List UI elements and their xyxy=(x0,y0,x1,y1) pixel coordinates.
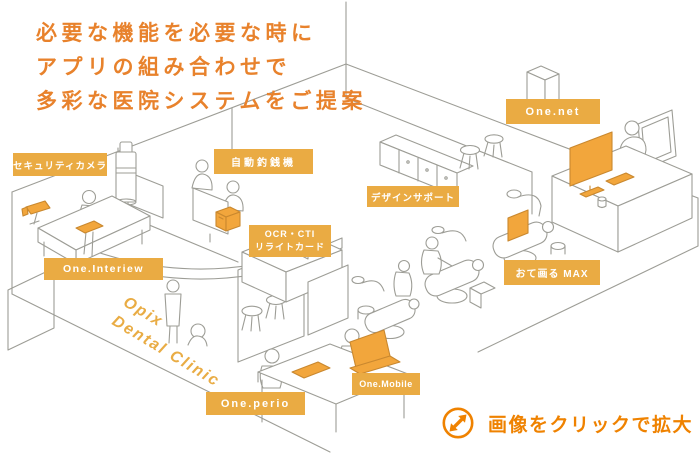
patient-tablet xyxy=(75,220,104,234)
chairside-screen xyxy=(507,209,529,242)
water-cooler xyxy=(115,141,137,206)
label-ocr-cti-line1: OCR・CTI xyxy=(264,228,316,239)
reception-staff-2 xyxy=(226,180,240,194)
one-net-monitor xyxy=(569,131,613,187)
label-otegaru-max: おて画る MAX xyxy=(504,260,600,285)
receptionist xyxy=(624,120,640,136)
page-title: 必要な機能を必要な時に アプリの組み合わせで 多彩な医院システムをご提案 xyxy=(36,16,367,118)
dental-chair-2 xyxy=(393,225,496,309)
label-one-mobile: One.Mobile xyxy=(352,373,420,395)
page-title-line2: アプリの組み合わせで xyxy=(36,55,291,79)
waiting-patient xyxy=(81,189,97,205)
standing-nurse xyxy=(164,279,182,344)
dental-chair-3 xyxy=(351,275,420,340)
label-one-perio: One.perio xyxy=(206,392,305,415)
one-perio-tablet xyxy=(291,361,331,379)
one-net-desk xyxy=(551,109,693,253)
expand-icon xyxy=(442,407,474,439)
label-change-machine: 自動釣銭機 xyxy=(214,149,313,174)
zoom-hint: 画像をクリックで拡大 xyxy=(440,405,693,441)
page-title-line1: 必要な機能を必要な時に xyxy=(36,21,317,45)
change-machine xyxy=(215,206,241,232)
zoom-hint-text: 画像をクリックで拡大 xyxy=(487,414,693,436)
label-design-support: デザインサポート xyxy=(367,186,459,207)
label-ocr-cti-line2: リライトカード xyxy=(254,242,325,252)
dental-assistant xyxy=(397,259,411,273)
label-security-camera: セキュリティカメラ xyxy=(13,153,107,176)
dentist xyxy=(425,236,439,250)
page-title-line3: 多彩な医院システムをご提案 xyxy=(36,89,367,113)
security-camera-icon xyxy=(21,200,51,225)
reception-staff-1 xyxy=(195,159,209,173)
label-ocr-cti: OCR・CTI リライトカード xyxy=(249,225,331,257)
whiteboard xyxy=(307,264,349,336)
keyboard xyxy=(605,172,635,186)
stools xyxy=(241,134,504,332)
reception-desk xyxy=(69,159,343,280)
consult-patient xyxy=(264,348,280,364)
waiting-bench xyxy=(37,189,151,265)
label-one-net: One.net xyxy=(506,99,600,124)
label-one-interview: One.Interiew xyxy=(44,258,163,280)
